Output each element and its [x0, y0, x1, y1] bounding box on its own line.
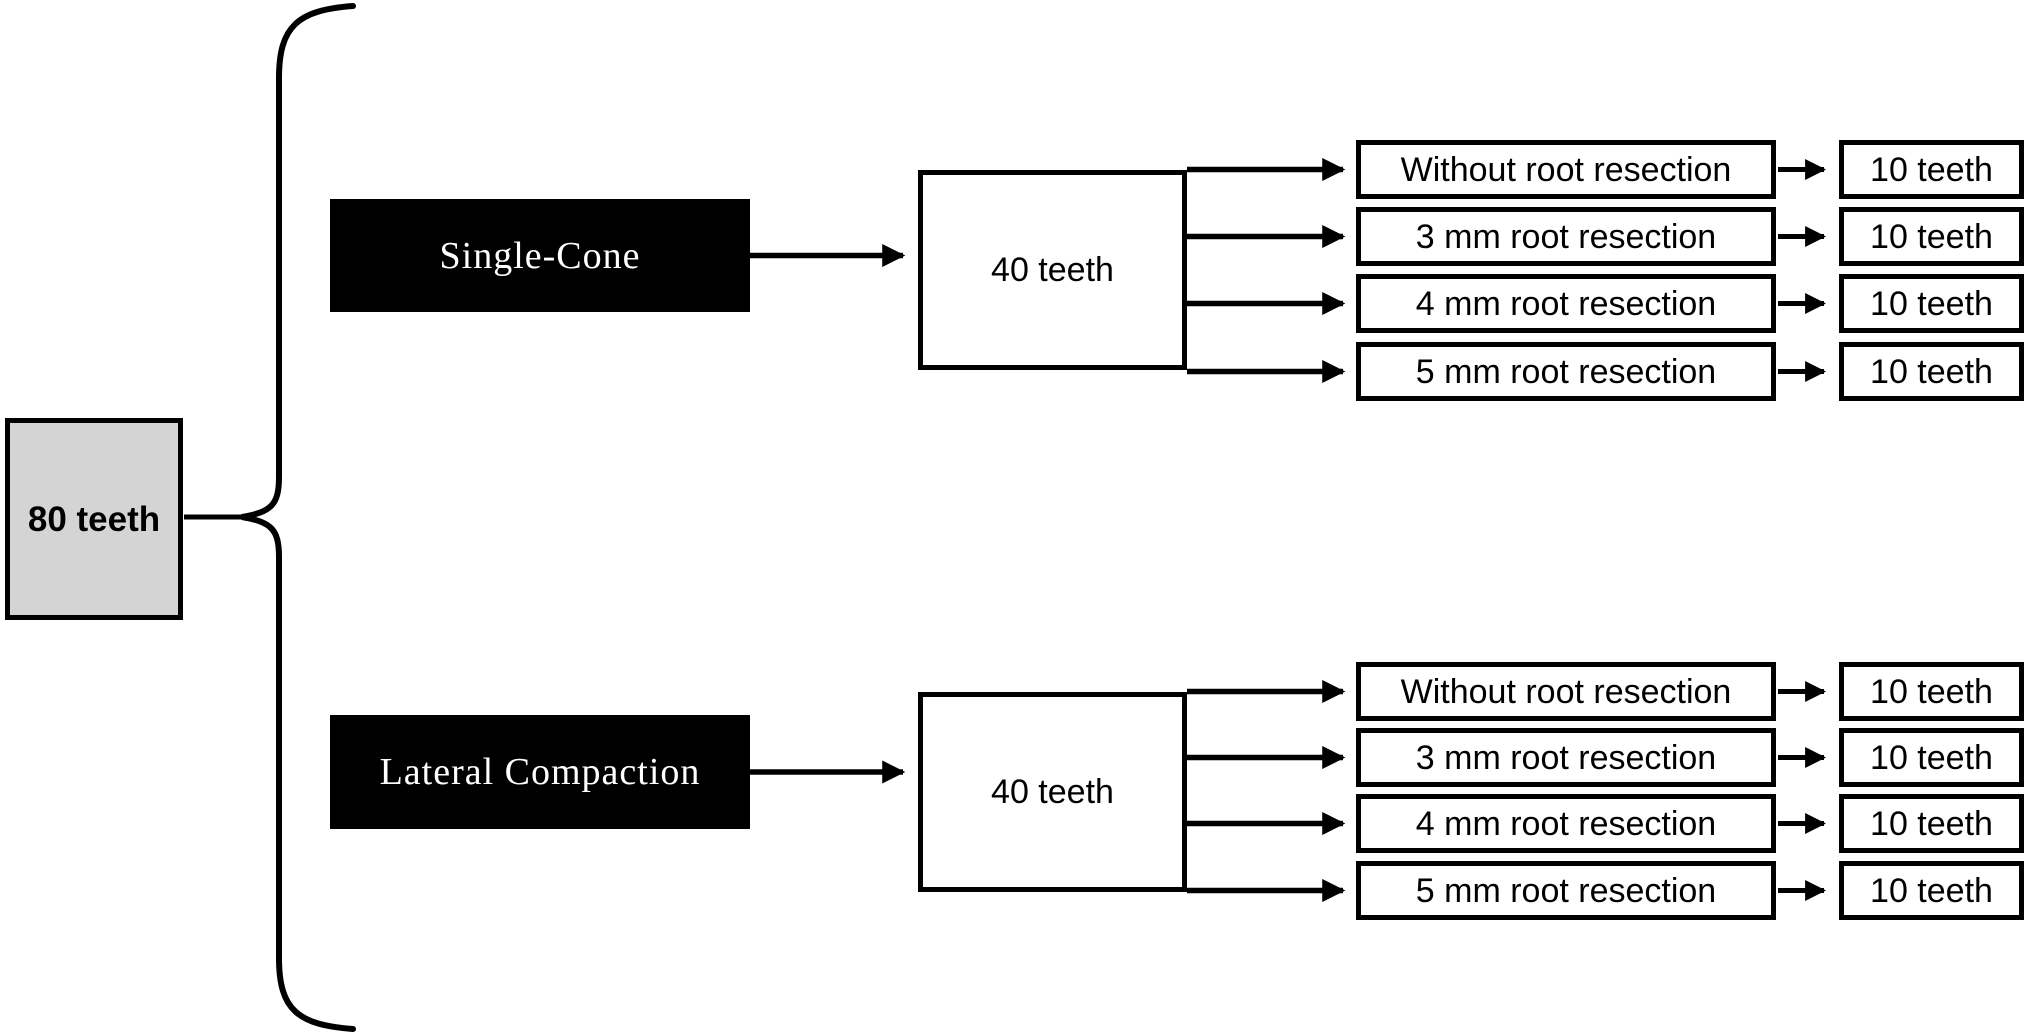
- branch-count-box: 10 teeth: [1839, 662, 2024, 721]
- group-count-label: 40 teeth: [991, 773, 1114, 811]
- method-box-lateral-compaction: Lateral Compaction: [330, 715, 750, 829]
- group-count-box: 40 teeth: [918, 170, 1187, 370]
- method-label: Lateral Compaction: [379, 751, 701, 793]
- branch-box: 3 mm root resection: [1356, 728, 1776, 787]
- branch-count-box: 10 teeth: [1839, 794, 2024, 853]
- branch-box: 4 mm root resection: [1356, 794, 1776, 853]
- branch-box: 4 mm root resection: [1356, 274, 1776, 333]
- branch-label: 5 mm root resection: [1415, 871, 1717, 910]
- branch-label: 3 mm root resection: [1415, 217, 1717, 256]
- branch-label: 3 mm root resection: [1415, 738, 1717, 777]
- branch-box: 3 mm root resection: [1356, 207, 1776, 266]
- group-count-box: 40 teeth: [918, 692, 1187, 892]
- branch-count-box: 10 teeth: [1839, 274, 2024, 333]
- method-box-single-cone: Single-Cone: [330, 199, 750, 312]
- branch-box: 5 mm root resection: [1356, 861, 1776, 920]
- branch-label: Without root resection: [1400, 672, 1732, 711]
- branch-count-label: 10 teeth: [1870, 217, 1993, 256]
- branch-count-label: 10 teeth: [1870, 738, 1993, 777]
- branch-count-label: 10 teeth: [1870, 672, 1993, 711]
- branch-count-label: 10 teeth: [1870, 352, 1993, 391]
- method-label: Single-Cone: [439, 234, 641, 277]
- branch-label: 4 mm root resection: [1415, 284, 1717, 323]
- branch-count-box: 10 teeth: [1839, 728, 2024, 787]
- branch-label: Without root resection: [1400, 150, 1732, 189]
- branch-box: Without root resection: [1356, 140, 1776, 199]
- group-count-label: 40 teeth: [991, 251, 1114, 289]
- branch-box: Without root resection: [1356, 662, 1776, 721]
- branch-count-box: 10 teeth: [1839, 140, 2024, 199]
- curly-brace-icon: [241, 3, 356, 1032]
- branch-count-label: 10 teeth: [1870, 150, 1993, 189]
- total-sample-box: 80 teeth: [5, 418, 183, 620]
- branch-count-label: 10 teeth: [1870, 871, 1993, 910]
- branch-count-box: 10 teeth: [1839, 342, 2024, 401]
- branch-count-label: 10 teeth: [1870, 804, 1993, 843]
- total-sample-label: 80 teeth: [27, 499, 161, 539]
- branch-count-label: 10 teeth: [1870, 284, 1993, 323]
- branch-box: 5 mm root resection: [1356, 342, 1776, 401]
- branch-count-box: 10 teeth: [1839, 861, 2024, 920]
- branch-label: 4 mm root resection: [1415, 804, 1717, 843]
- branch-count-box: 10 teeth: [1839, 207, 2024, 266]
- branch-label: 5 mm root resection: [1415, 352, 1717, 391]
